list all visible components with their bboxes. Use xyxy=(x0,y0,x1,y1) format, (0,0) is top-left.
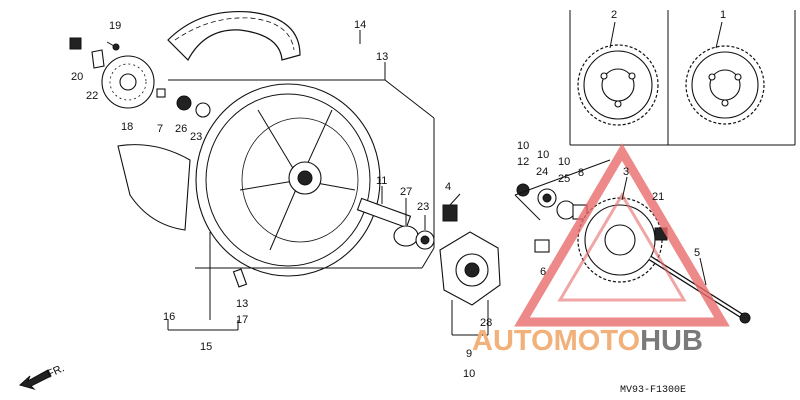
bearing-26 xyxy=(176,95,192,111)
label-19: 19 xyxy=(109,20,121,32)
nut-20 xyxy=(69,37,82,50)
drawing-code: MV93-F1300E xyxy=(620,385,686,396)
label-20: 20 xyxy=(71,71,83,83)
collar-6 xyxy=(534,239,550,253)
watermark-brand-part2: HUB xyxy=(640,325,703,357)
sprocket-side-parts xyxy=(514,159,611,253)
label-7: 7 xyxy=(157,123,163,135)
tire xyxy=(167,10,301,61)
rear-wheel xyxy=(195,83,381,277)
bracket-9 xyxy=(451,300,489,336)
seal-25 xyxy=(556,200,576,220)
sprocket-2 xyxy=(577,44,659,126)
label-27: 27 xyxy=(400,186,412,198)
sprocket-options-frame xyxy=(569,10,796,146)
bracket-22 xyxy=(91,49,105,69)
label-10-d: 10 xyxy=(463,368,475,380)
label-6: 6 xyxy=(540,266,546,278)
label-15: 15 xyxy=(200,341,212,353)
front-direction-arrow-icon xyxy=(18,369,52,391)
label-8: 8 xyxy=(578,167,584,179)
label-13-b: 13 xyxy=(236,298,248,310)
label-17: 17 xyxy=(236,314,248,326)
small-parts-left xyxy=(69,37,211,118)
leader-lines xyxy=(209,21,723,320)
spacer-11 xyxy=(356,197,412,229)
label-25: 25 xyxy=(558,173,570,185)
sprocket-1 xyxy=(685,45,765,125)
label-22: 22 xyxy=(86,90,98,102)
brake-disc xyxy=(101,55,155,109)
bearing-23-upper xyxy=(195,102,211,118)
assembly-bracket xyxy=(168,62,435,269)
label-24: 24 xyxy=(536,166,548,178)
label-14: 14 xyxy=(354,19,366,31)
label-21: 21 xyxy=(652,191,664,203)
label-16: 16 xyxy=(163,311,175,323)
bracket-15 xyxy=(167,320,239,331)
label-23-b: 23 xyxy=(417,201,429,213)
damper-4 xyxy=(442,204,458,222)
label-3: 3 xyxy=(623,166,629,178)
label-26: 26 xyxy=(175,123,187,135)
valve-stem xyxy=(232,268,248,288)
collar-7 xyxy=(156,88,166,98)
driven-sprocket xyxy=(577,197,663,283)
bolt-19 xyxy=(112,43,120,51)
label-9: 9 xyxy=(466,348,472,360)
front-direction-label: FR. xyxy=(45,362,66,380)
watermark-logo xyxy=(514,143,730,327)
label-5: 5 xyxy=(694,247,700,259)
watermark-brand-part1: AUTOMOTO xyxy=(472,325,640,357)
label-2: 2 xyxy=(611,9,617,21)
label-1: 1 xyxy=(720,9,726,21)
label-11: 11 xyxy=(376,175,387,187)
axle-components xyxy=(356,197,435,250)
label-12: 12 xyxy=(517,156,529,168)
label-10-a: 10 xyxy=(517,140,529,152)
label-28: 28 xyxy=(480,317,492,329)
label-13-a: 13 xyxy=(376,51,388,63)
label-10-b: 10 xyxy=(537,149,549,161)
callout-labels: 1 2 3 4 5 6 7 8 9 10 10 10 10 11 12 13 1… xyxy=(71,9,726,380)
label-10-c: 10 xyxy=(558,156,570,168)
label-18: 18 xyxy=(121,121,133,133)
label-23-a: 23 xyxy=(190,131,202,143)
label-4: 4 xyxy=(445,181,451,193)
watermark-brand: AUTOMOTOHUB xyxy=(472,325,703,357)
hub-flange xyxy=(439,204,501,306)
seal-27 xyxy=(393,225,419,247)
splash-guard xyxy=(117,144,191,231)
axle-and-nut xyxy=(648,227,751,324)
